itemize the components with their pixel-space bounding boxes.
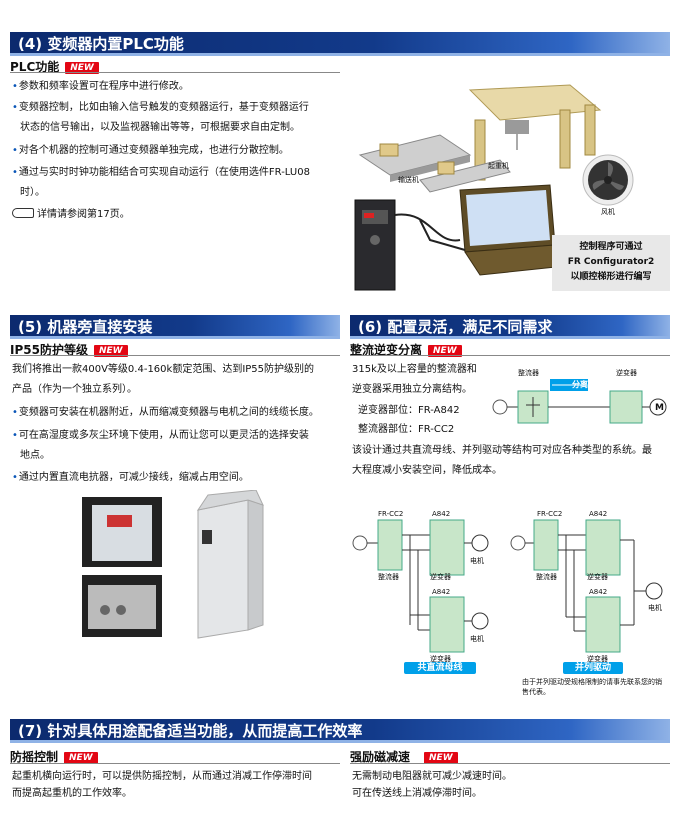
fan-label: 风机	[601, 208, 615, 216]
conveyor-icon	[358, 134, 511, 193]
separation-label: 整流逆变分离	[350, 343, 423, 357]
new-badge: NEW	[428, 345, 462, 357]
strong-excitation-subtitle: 强励磁减速 NEW	[350, 748, 458, 765]
ip55-inverter-image	[196, 490, 264, 639]
parallel-drive-tag: 并列驱动	[563, 662, 623, 674]
a842-label: A842	[432, 588, 451, 596]
anti-sway-subtitle: 防摇控制 NEW	[10, 748, 98, 765]
a842-label: A842	[589, 510, 608, 518]
inverter-unit-icon	[354, 199, 396, 291]
new-badge: NEW	[65, 62, 99, 74]
new-badge: NEW	[93, 345, 128, 357]
motor-label: 电机	[648, 604, 662, 612]
section-5-header: (5) 机器旁直接安装	[10, 315, 340, 339]
s6-line-3: 逆变器部位：FR-A842	[358, 405, 460, 416]
parallel-drive-diagram	[510, 519, 663, 653]
rectifier-label: 整流器	[536, 573, 557, 581]
common-bus-diagram	[352, 519, 489, 653]
s4-bullet-2-cont: 状态的信号输出，以及监视器输出等等，可根据要求自由定制。	[20, 122, 300, 133]
inverter-label: 逆变器	[587, 573, 608, 581]
s4-reference: 详情请参阅第17页。	[12, 205, 130, 224]
ip55-label: IP55防护等级	[10, 343, 88, 357]
anti-sway-label: 防摇控制	[10, 750, 59, 764]
ip55-product-photo-1	[82, 497, 162, 567]
new-badge: NEW	[424, 752, 458, 764]
ip55-subtitle: IP55防护等级 NEW	[10, 341, 128, 358]
s5-bullet-2: 可在高湿度或多灰尘环境下使用，从而让您可以更灵活的选择安装	[12, 426, 309, 445]
inverter-label: 逆变器	[430, 573, 451, 581]
inverter-label: 逆变器	[587, 655, 608, 663]
s5-bullet-2-cont: 地点。	[20, 450, 50, 461]
motor-label: 电机	[470, 635, 484, 643]
separation-diagram	[492, 379, 667, 424]
s5-bullet-3: 通过内置直流电抗器，可减少接线，缩减占用空间。	[12, 468, 249, 487]
crane-label: 起重机	[488, 162, 509, 170]
divider	[10, 763, 340, 764]
s4-bullet-1: 参数和频率设置可在程序中进行修改。	[12, 77, 189, 96]
s6-line-4: 整流器部位：FR-CC2	[358, 424, 455, 435]
fan-icon	[582, 154, 634, 206]
divider	[350, 355, 670, 356]
s5-line-2: 产品（作为一个独立系列）。	[12, 384, 137, 395]
new-badge: NEW	[64, 752, 98, 764]
s4-bullet-4: 通过与实时时钟功能相结合可实现自动运行（在使用选件FR-LU08	[12, 163, 310, 182]
pointing-hand-icon	[12, 208, 34, 218]
rectifier-label: 整流器	[518, 369, 539, 377]
s7-left-line-2: 而提高起重机的工作效率。	[12, 788, 132, 799]
configurator-caption: 控制程序可通过 FR Configurator2 以顺控梯形进行编写	[552, 235, 670, 291]
a842-label: A842	[589, 588, 608, 596]
crane-icon	[468, 84, 602, 181]
plc-function-label: PLC功能	[10, 60, 60, 74]
cc2-label: FR-CC2	[378, 510, 404, 518]
divider	[350, 763, 670, 764]
separate-label: 分离	[572, 380, 588, 389]
caption-line-2: FR Configurator2	[567, 257, 655, 267]
inverter-label: 逆变器	[616, 369, 637, 377]
s5-line-1: 我们将推出一款400V等级0.4-160k额定范围、达到IP55防护级别的	[12, 364, 315, 375]
plc-illustration	[354, 84, 634, 291]
separation-subtitle: 整流逆变分离 NEW	[350, 341, 462, 358]
s6-line-6: 大程度减小安装空间，降低成本。	[352, 465, 502, 476]
divider	[10, 355, 340, 356]
reference-text: 详情请参阅第17页。	[37, 209, 130, 220]
parallel-note-2: 售代表。	[522, 688, 550, 696]
strong-excitation-label: 强励磁减速	[350, 750, 411, 764]
caption-line-3: 以顺控梯形进行编写	[570, 272, 652, 282]
parallel-note-1: 由于并列驱动受规格限制的请事先联系您的销	[522, 678, 662, 686]
caption-line-1: 控制程序可通过	[579, 242, 643, 252]
s7-right-line-1: 无需制动电阻器就可减少减速时间。	[352, 771, 512, 782]
motor-letter: M	[655, 403, 664, 413]
s6-line-1: 315k及以上容量的整流器和	[352, 364, 477, 375]
section-4-header: (4) 变频器内置PLC功能	[10, 32, 670, 56]
s4-bullet-4-cont: 时）。	[20, 187, 45, 198]
section-7-header: (7) 针对具体用途配备适当功能，从而提高工作效率	[10, 719, 670, 743]
laptop-icon	[459, 184, 577, 276]
rectifier-label: 整流器	[378, 573, 399, 581]
s6-line-2: 逆变器采用独立分离结构。	[352, 384, 472, 395]
s7-right-line-2: 可在传送线上消减停滞时间。	[352, 788, 482, 799]
s5-bullet-1: 变频器可安装在机器附近，从而缩减变频器与电机之间的线缆长度。	[12, 403, 319, 422]
s7-left-line-1: 起重机横向运行时，可以提供防摇控制，从而通过消减工作停滞时间	[12, 771, 312, 782]
section-6-header: (6) 配置灵活，满足不同需求	[350, 315, 670, 339]
inverter-label: 逆变器	[430, 655, 451, 663]
divider	[10, 72, 340, 73]
plc-function-subtitle: PLC功能 NEW	[10, 58, 99, 75]
s4-bullet-2: 变频器控制，比如由输入信号触发的变频器运行，基于变频器运行	[12, 98, 309, 117]
cc2-label: FR-CC2	[537, 510, 563, 518]
conveyor-label: 输送机	[398, 176, 419, 184]
ip55-product-photo-2	[82, 575, 162, 637]
s4-bullet-3: 对各个机器的控制可通过变频器单独完成，也进行分散控制。	[12, 141, 289, 160]
s6-line-5: 该设计通过共直流母线、并列驱动等结构可对应各种类型的系统。最	[352, 445, 652, 456]
motor-label: 电机	[470, 557, 484, 565]
common-bus-tag: 共直流母线	[404, 662, 476, 674]
a842-label: A842	[432, 510, 451, 518]
